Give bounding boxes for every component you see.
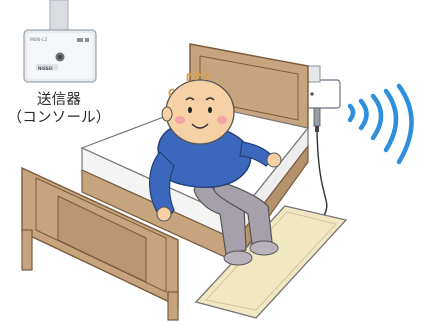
transmitter-logo-text: NISSEI [38,66,53,71]
transmitter-label-line1: 送信器 [0,91,118,109]
transmitter-panel-text: MBN-L2 [30,38,47,43]
wireless-signal-icon [350,86,412,162]
transmitter-label-line2: （コンソール） [0,109,118,127]
